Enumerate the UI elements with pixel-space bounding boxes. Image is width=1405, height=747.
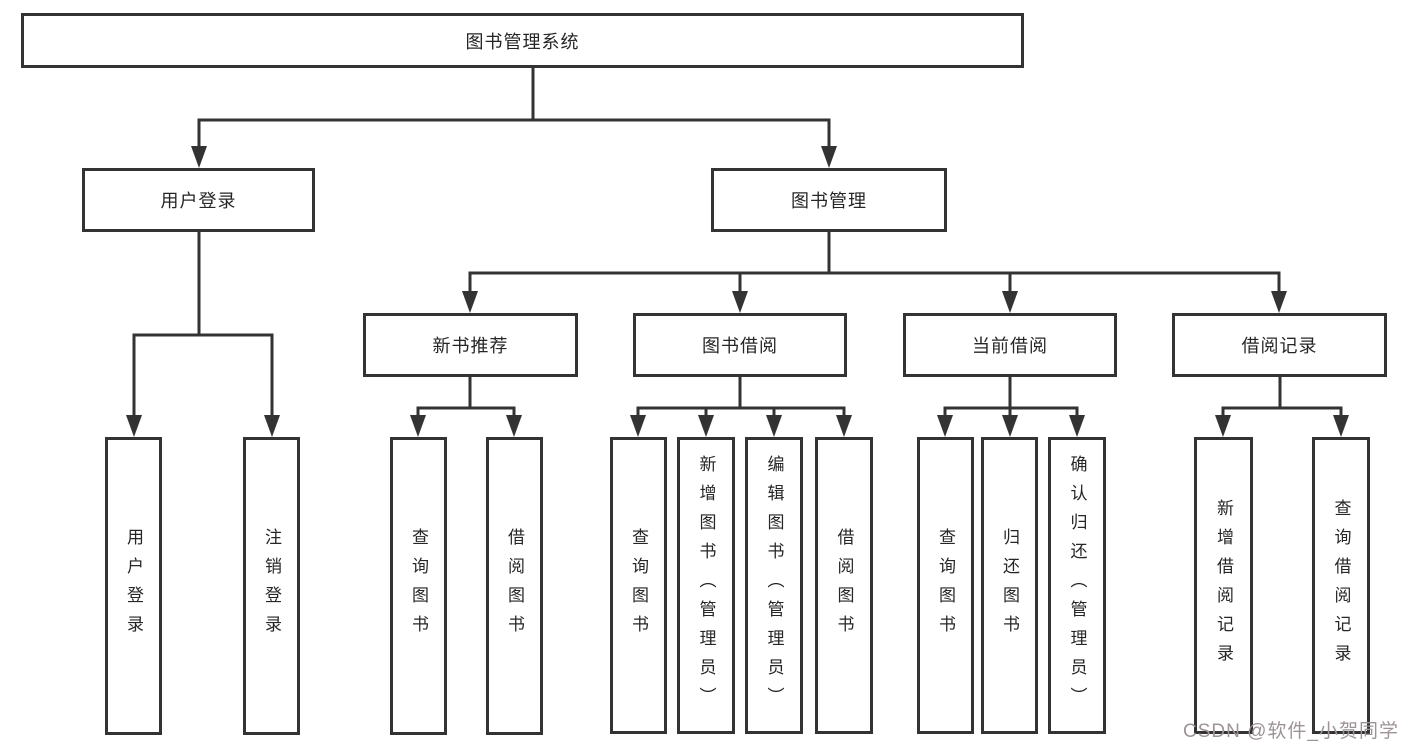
- leaf-return-book: 归还图书: [981, 437, 1038, 734]
- leaf-query-borrow-record: 查询借阅记录: [1312, 437, 1370, 734]
- node-label: 编辑图书（管理员）: [764, 455, 784, 716]
- leaf-borrow-books-recommend: 借阅图书: [486, 437, 543, 735]
- node-user-login: 用户登录: [82, 168, 315, 232]
- node-label: 查询借阅记录: [1331, 498, 1351, 673]
- node-current-borrowing: 当前借阅: [903, 313, 1117, 377]
- node-book-borrowing: 图书借阅: [633, 313, 847, 377]
- leaf-edit-book-admin: 编辑图书（管理员）: [745, 437, 803, 734]
- leaf-borrow-books: 借阅图书: [815, 437, 873, 734]
- node-label: 借阅图书: [834, 527, 854, 644]
- node-label: 用户登录: [124, 528, 143, 644]
- node-label: 查询图书: [936, 527, 955, 644]
- node-label: 借阅图书: [505, 528, 524, 644]
- node-label: 新增借阅记录: [1214, 498, 1233, 673]
- csdn-watermark: CSDN @软件_小贺同学: [1183, 721, 1399, 742]
- leaf-add-borrow-record: 新增借阅记录: [1194, 437, 1253, 734]
- node-new-book-recommendation: 新书推荐: [363, 313, 578, 377]
- leaf-logout: 注销登录: [243, 437, 300, 735]
- node-label: 图书管理: [791, 191, 867, 211]
- node-label: 借阅记录: [1241, 336, 1318, 356]
- node-label: 图书管理系统: [465, 31, 580, 52]
- node-book-management: 图书管理: [711, 168, 947, 232]
- node-label: 新增图书（管理员）: [696, 455, 716, 716]
- node-label: 用户登录: [160, 191, 237, 211]
- node-label: 确认归还（管理员）: [1067, 455, 1087, 716]
- node-label: 图书借阅: [702, 336, 778, 356]
- node-label: 查询图书: [629, 527, 648, 644]
- node-root: 图书管理系统: [21, 13, 1024, 68]
- node-label: 归还图书: [1000, 527, 1019, 644]
- leaf-query-books-borrow: 查询图书: [610, 437, 667, 734]
- node-label: 注销登录: [262, 528, 281, 644]
- leaf-query-books-recommend: 查询图书: [390, 437, 447, 735]
- leaf-user-login: 用户登录: [105, 437, 162, 735]
- leaf-confirm-return-admin: 确认归还（管理员）: [1048, 437, 1106, 734]
- node-label: 查询图书: [409, 528, 428, 644]
- leaf-query-books-current: 查询图书: [917, 437, 974, 734]
- node-borrowing-records: 借阅记录: [1172, 313, 1387, 377]
- node-label: 当前借阅: [972, 336, 1048, 356]
- leaf-add-book-admin: 新增图书（管理员）: [677, 437, 735, 734]
- node-label: 新书推荐: [432, 336, 509, 356]
